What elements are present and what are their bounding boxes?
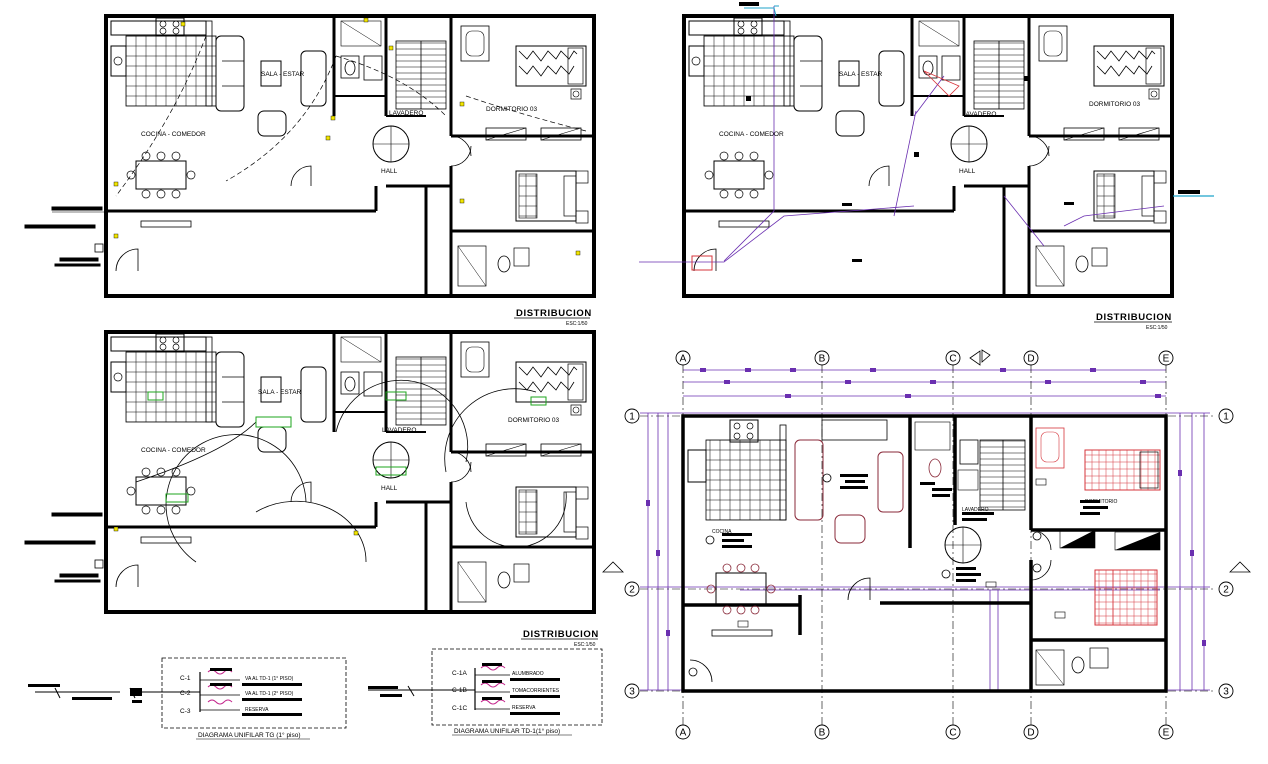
grid-row-left-3-circle	[624, 683, 640, 699]
annotation-leaders-tl	[24, 206, 110, 267]
room-label-sala-bl: SALA - ESTAR	[258, 389, 302, 396]
grid-col-bottom-A-circle	[675, 724, 691, 740]
grid-row-right-2-label: 2	[1223, 585, 1229, 596]
grid-col-top-C-label: C	[949, 354, 956, 365]
circuit-td-2-label: TOMACORRIENTES	[512, 688, 560, 694]
grid-row-left-1-label: 1	[629, 412, 635, 423]
grid-row-left-2-label: 2	[629, 585, 635, 596]
diagram-unifilar-tg: C-1 C-2 C-3 VA AL TD-1 (1° PISO) VA AL T…	[28, 657, 347, 740]
scale-bottom-left: ESC:1/50	[574, 642, 596, 648]
grid-col-top-E-circle	[1158, 350, 1174, 366]
grid-col-bottom-A-label: A	[680, 728, 687, 739]
diagram-unifilar-td: C-1A C-1B C-1C ALUMBRADO TOMACORRIENTES …	[368, 648, 603, 736]
grid-col-top-D-label: D	[1027, 354, 1034, 365]
grid-col-top-B-label: B	[819, 354, 826, 365]
circuit-tg-2-id: C-2	[180, 690, 191, 697]
room-label-cocina-tr: COCINA - COMEDOR	[719, 131, 784, 138]
room-label-cocina-bl: COCINA - COMEDOR	[141, 447, 206, 454]
room-label-dormitorio-bl: DORMITORIO 03	[508, 417, 560, 424]
grid-row-left-3-label: 3	[629, 687, 635, 698]
grid-col-top-C-circle	[945, 350, 961, 366]
plan-bottom-left: SALA - ESTAR COCINA - COMEDOR DORMITORIO…	[104, 330, 596, 614]
room-label-hall-bl: HALL	[381, 485, 398, 492]
circuit-tg-2-label: VA AL TD-1 (2° PISO)	[245, 691, 294, 697]
room-label-lavadero: LAVADERO	[389, 110, 423, 117]
circuit-td-3-id: C-1C	[452, 705, 467, 712]
room-label-dormitorio: DORMITORIO 03	[486, 106, 538, 113]
grid-col-bottom-E-circle	[1158, 724, 1174, 740]
room-label-lavadero-br: LAVADERO	[962, 507, 989, 513]
grid-col-bottom-C-label: C	[949, 728, 956, 739]
room-label-hall: HALL	[381, 168, 398, 175]
title-top-right: DISTRIBUCION	[1096, 312, 1172, 323]
circuit-tg-3-label: RESERVA	[245, 707, 269, 713]
circuit-td-2-id: C-1B	[452, 687, 467, 694]
room-label-sala-tr: SALA - ESTAR	[839, 71, 883, 78]
grid-row-left-2-circle	[624, 581, 640, 597]
grid-col-bottom-B-label: B	[819, 728, 826, 739]
grid-row-right-1-label: 1	[1223, 412, 1229, 423]
scale-top-left: ESC:1/50	[566, 321, 588, 327]
grid-row-right-1-circle	[1218, 408, 1234, 424]
grid-col-bottom-E-label: E	[1163, 728, 1170, 739]
plan-bottom-right: DORMITORIO LAVADERO COCINA	[602, 349, 1251, 725]
circuit-tg-3-id: C-3	[180, 708, 191, 715]
room-label-sala: SALA - ESTAR	[261, 71, 305, 78]
room-label-cocina: COCINA - COMEDOR	[141, 131, 206, 138]
diagram-tg-title: DIAGRAMA UNIFILAR TG (1° piso)	[198, 731, 301, 739]
room-label-hall-tr: HALL	[959, 168, 976, 175]
circuit-td-1-label: ALUMBRADO	[512, 671, 544, 677]
diagram-td-title: DIAGRAMA UNIFILAR TD-1(1° piso)	[454, 727, 560, 735]
scale-top-right: ESC:1/50	[1146, 325, 1168, 331]
grid-row-right-3-circle	[1218, 683, 1234, 699]
room-label-lavadero-bl: LAVADERO	[382, 427, 416, 434]
circuit-tg-1-id: C-1	[180, 675, 191, 682]
grid-col-bottom-D-circle	[1023, 724, 1039, 740]
grid-col-top-B-circle	[814, 350, 830, 366]
grid-col-top-E-label: E	[1163, 354, 1170, 365]
grid-row-right-2-circle	[1218, 581, 1234, 597]
title-bottom-left: DISTRIBUCION	[523, 629, 599, 640]
plan-top-left: SALA - ESTAR COCINA - COMEDOR DORMITORIO…	[104, 14, 596, 298]
circuit-td-3-label: RESERVA	[512, 705, 536, 711]
grid-col-top-A-circle	[675, 350, 691, 366]
grid-bubbles: A A B B C C D D E E 1 1 2 2 3 3	[624, 350, 1234, 740]
annotation-leaders-bl	[24, 512, 104, 583]
grid-col-top-A-label: A	[680, 354, 687, 365]
room-label-lavadero-tr: LAVADERO	[962, 111, 996, 118]
grid-col-bottom-D-label: D	[1027, 728, 1034, 739]
grid-col-top-D-circle	[1023, 350, 1039, 366]
circuit-tg-1-label: VA AL TD-1 (1° PISO)	[245, 676, 294, 682]
room-label-dormitorio-tr: DORMITORIO 03	[1089, 101, 1141, 108]
plan-top-right: SALA - ESTAR COCINA - COMEDOR DORMITORIO…	[639, 2, 1174, 298]
circuit-td-1-id: C-1A	[452, 670, 467, 677]
room-label-dormitorio-br: DORMITORIO	[1085, 499, 1118, 505]
grid-col-bottom-B-circle	[814, 724, 830, 740]
title-top-left: DISTRIBUCION	[516, 308, 592, 319]
room-label-cocina-br: COCINA	[712, 529, 732, 535]
grid-col-bottom-C-circle	[945, 724, 961, 740]
grid-row-left-1-circle	[624, 408, 640, 424]
grid-row-right-3-label: 3	[1223, 687, 1229, 698]
